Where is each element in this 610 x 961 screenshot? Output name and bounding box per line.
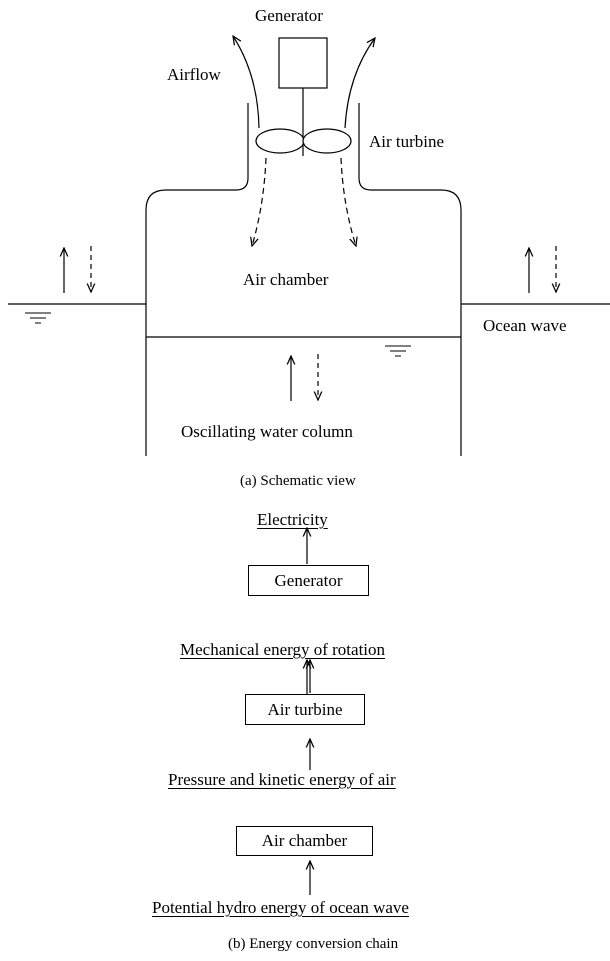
caption-a: (a) Schematic view <box>240 473 356 489</box>
generator-label: Generator <box>255 6 323 25</box>
generator-box <box>278 37 328 89</box>
caption-b: (b) Energy conversion chain <box>228 936 399 952</box>
air-turbine-label: Air turbine <box>369 132 445 151</box>
chain-air-chamber-label: Air chamber <box>261 831 348 850</box>
air-chamber-label: Air chamber <box>243 270 329 289</box>
inflow-arrow-left <box>252 157 267 246</box>
water-level-symbol-left <box>25 312 51 324</box>
turbine-blade-left <box>255 128 305 154</box>
inflow-arrow-right <box>340 157 356 246</box>
structure-left-wall <box>145 103 249 456</box>
water-level-symbol-right <box>385 345 411 357</box>
chain-pressure-kinetic-energy: Pressure and kinetic energy of air <box>168 770 396 789</box>
airflow-arrow-right <box>344 38 375 129</box>
airflow-arrow-left <box>233 36 260 129</box>
chain-electricity: Electricity <box>257 510 328 529</box>
chain-generator-label: Generator <box>274 570 343 590</box>
chain-air-turbine-label: Air turbine <box>267 699 343 719</box>
chain-air-chamber-box: Air chamber <box>236 826 373 856</box>
airflow-label: Airflow <box>167 65 221 84</box>
chain-potential-hydro-energy: Potential hydro energy of ocean wave <box>152 898 409 917</box>
turbine-blade-right <box>302 128 352 154</box>
ocean-wave-label: Ocean wave <box>483 316 567 335</box>
chain-mechanical-energy: Mechanical energy of rotation <box>180 640 386 659</box>
structure-right-wall <box>358 103 462 456</box>
oscillating-water-column-label: Oscillating water column <box>181 422 353 441</box>
chain-generator-box: Generator <box>248 565 369 596</box>
chain-air-turbine-box: Air turbine <box>245 694 365 725</box>
owc-structure <box>145 103 462 456</box>
